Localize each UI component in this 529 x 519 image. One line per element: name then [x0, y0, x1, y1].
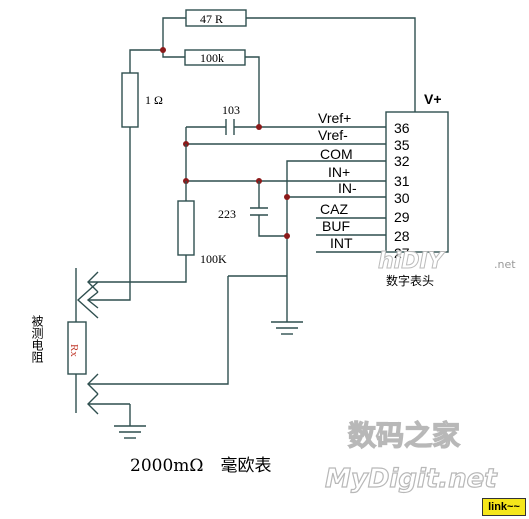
resistor-47r-label: 47 R	[200, 12, 223, 26]
watermark-hiddiy-suffix: .net	[494, 258, 516, 271]
caption: 2000mΩ 毫欧表	[130, 456, 271, 476]
pin-label-vref-plus: Vref+	[318, 110, 351, 126]
junction-vref-plus	[256, 124, 262, 130]
wire-cap223-bottom	[258, 215, 287, 237]
wire-1ohm-down	[88, 127, 131, 301]
cap223-label: 223	[218, 207, 236, 221]
wire-vref-minus	[185, 127, 386, 145]
meter-label: 数字表头	[386, 273, 434, 288]
resistor-1ohm	[121, 72, 139, 128]
rx-vertical-label: 被测电阻	[30, 315, 44, 364]
resistor-100k-label: 100k	[200, 51, 224, 65]
pin-number-30: 30	[394, 190, 410, 206]
pin-number-31: 31	[394, 173, 410, 189]
pin-number-32: 32	[394, 153, 410, 169]
wire-top-left	[162, 17, 186, 50]
pin-number-27: 27	[394, 245, 410, 261]
pin-label-com: COM	[320, 146, 353, 162]
junction-cap223-com	[284, 233, 290, 239]
wire-com	[286, 160, 386, 322]
pin-label-buf: BUF	[322, 218, 350, 234]
pin-label-caz: CAZ	[320, 201, 348, 217]
probe-arrow-bottom	[87, 393, 99, 415]
resistor-100k-vertical	[177, 200, 195, 256]
watermark-cn-site: 数码之家	[348, 419, 460, 452]
watermark-mydigit: MyDigit.net	[325, 464, 498, 494]
pin-label-int: INT	[330, 235, 353, 251]
pin-label-vref-minus: Vref-	[318, 127, 348, 143]
resistor-100k-vertical-label: 100K	[200, 252, 227, 266]
wire-in-plus	[185, 144, 386, 182]
wire-100k-left	[162, 50, 185, 58]
resistor-rx	[67, 321, 87, 375]
wire-in-minus-sense	[88, 276, 229, 385]
pin-number-35: 35	[394, 137, 410, 153]
watermark-hiddiy: hiDIY	[378, 249, 446, 274]
wire-100k-right	[245, 56, 260, 127]
pin-number-36: 36	[394, 120, 410, 136]
wire-node-to-1ohm	[129, 49, 163, 73]
link-badge[interactable]: link~~	[482, 498, 526, 516]
pin-number-28: 28	[394, 228, 410, 244]
probe-arrow-sense	[87, 271, 99, 293]
resistor-1ohm-label: 1 Ω	[145, 93, 163, 107]
ic-body	[385, 111, 449, 253]
probe-arrow-top-outer	[76, 281, 99, 319]
resistor-rx-label: Rx	[68, 344, 80, 357]
pin-label-in-minus: IN-	[338, 180, 357, 196]
pin-label-in-plus: IN+	[328, 164, 350, 180]
pin-number-29: 29	[394, 209, 410, 225]
cap103-label: 103	[222, 103, 240, 117]
ic-vplus-label: V+	[424, 91, 442, 107]
junction-top	[160, 47, 166, 53]
wire-vplus	[246, 17, 416, 112]
probe-arrow-top	[86, 291, 99, 309]
junction-in-minus-com	[284, 194, 290, 200]
probe-arrow-bottom-sense	[87, 373, 99, 395]
wire-100kv-bottom	[88, 255, 187, 283]
